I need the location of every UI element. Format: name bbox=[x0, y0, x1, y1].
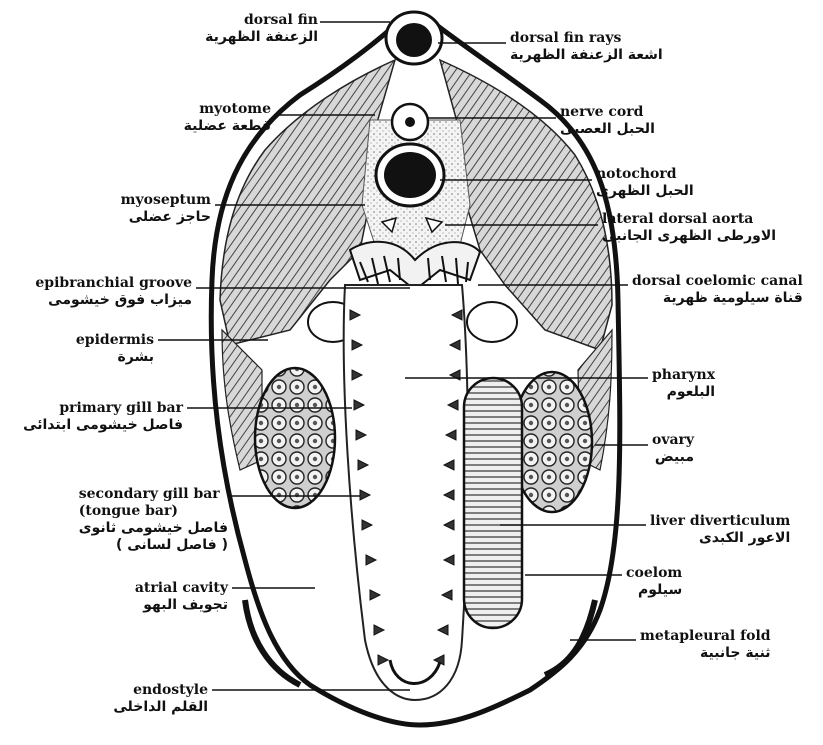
label-pharynx-ar: البلعوم bbox=[652, 384, 715, 401]
label-epibranchial-groove: epibranchial groove ميزاب فوق خيشومى bbox=[35, 275, 192, 309]
label-coelom: coelom سيلوم bbox=[626, 565, 682, 599]
label-dorsal-fin-en: dorsal fin bbox=[244, 12, 318, 28]
label-liver-diverticulum-en: liver diverticulum bbox=[650, 513, 790, 529]
label-coelom-en: coelom bbox=[626, 565, 682, 581]
label-epidermis-en: epidermis bbox=[76, 332, 154, 348]
label-atrial-cavity-en: atrial cavity bbox=[135, 580, 228, 596]
label-pharynx: pharynx البلعوم bbox=[652, 367, 715, 401]
label-epibranchial-groove-ar: ميزاب فوق خيشومى bbox=[35, 292, 192, 309]
label-coelom-ar: سيلوم bbox=[626, 582, 682, 599]
label-secondary-gill-bar-en: secondary gill bar bbox=[79, 486, 220, 502]
label-nerve-cord: nerve cord الحبل العصبى bbox=[560, 104, 655, 138]
label-secondary-gill-bar: secondary gill bar (tongue bar) فاصل خيش… bbox=[79, 486, 228, 554]
label-lateral-dorsal-aorta: lateral dorsal aorta الاورطى الظهرى الجا… bbox=[602, 211, 776, 245]
label-dorsal-coelomic-canal: dorsal coelomic canal قناة سيلومية ظهرية bbox=[632, 273, 803, 307]
label-notochord-en: notochord bbox=[596, 166, 677, 182]
liver-diverticulum-shape bbox=[464, 378, 522, 628]
label-primary-gill-bar: primary gill bar فاصل خيشومى ابتدائى bbox=[23, 400, 183, 434]
label-epidermis-ar: بشرة bbox=[76, 349, 154, 366]
label-atrial-cavity: atrial cavity تجويف البهو bbox=[135, 580, 228, 614]
label-dorsal-fin-rays-en: dorsal fin rays bbox=[510, 30, 621, 46]
label-tongue-bar-ar: ( فاصل لسانى ) bbox=[79, 537, 228, 554]
label-epibranchial-groove-en: epibranchial groove bbox=[35, 275, 192, 291]
label-myoseptum: myoseptum حاجز عضلى bbox=[121, 192, 211, 226]
label-ovary: ovary مبيض bbox=[652, 432, 694, 466]
label-nerve-cord-ar: الحبل العصبى bbox=[560, 121, 655, 138]
label-pharynx-en: pharynx bbox=[652, 367, 715, 383]
label-nerve-cord-en: nerve cord bbox=[560, 104, 643, 120]
label-liver-diverticulum-ar: الاعور الكبدى bbox=[650, 530, 790, 547]
label-notochord-ar: الحبل الظهرى bbox=[596, 183, 694, 200]
gonad-left bbox=[255, 368, 335, 508]
label-liver-diverticulum: liver diverticulum الاعور الكبدى bbox=[650, 513, 790, 547]
label-metapleural-fold-en: metapleural fold bbox=[640, 628, 771, 644]
dorsal-fin-ray bbox=[396, 23, 432, 57]
label-lateral-dorsal-aorta-en: lateral dorsal aorta bbox=[602, 211, 753, 227]
label-ovary-en: ovary bbox=[652, 432, 694, 448]
label-myotome: myotome قطعة عضلية bbox=[184, 101, 271, 135]
label-dorsal-fin-rays: dorsal fin rays اشعة الزعنفة الظهرية bbox=[510, 30, 663, 64]
label-primary-gill-bar-ar: فاصل خيشومى ابتدائى bbox=[23, 417, 183, 434]
dorsal-coelomic-canal-right bbox=[467, 302, 517, 342]
label-dorsal-coelomic-canal-en: dorsal coelomic canal bbox=[632, 273, 803, 289]
label-atrial-cavity-ar: تجويف البهو bbox=[135, 597, 228, 614]
label-myoseptum-en: myoseptum bbox=[121, 192, 211, 208]
label-endostyle-ar: القلم الداخلى bbox=[113, 699, 208, 716]
label-endostyle: endostyle القلم الداخلى bbox=[113, 682, 208, 716]
label-myoseptum-ar: حاجز عضلى bbox=[121, 209, 211, 226]
label-endostyle-en: endostyle bbox=[133, 682, 208, 698]
label-notochord: notochord الحبل الظهرى bbox=[596, 166, 694, 200]
label-secondary-gill-bar-ar: فاصل خيشومى ثانوى bbox=[79, 520, 228, 537]
label-dorsal-fin: dorsal fin الزعنفة الظهرية bbox=[205, 12, 318, 46]
label-dorsal-coelomic-canal-ar: قناة سيلومية ظهرية bbox=[632, 290, 803, 307]
label-myotome-en: myotome bbox=[199, 101, 271, 117]
label-ovary-ar: مبيض bbox=[652, 449, 694, 466]
label-tongue-bar-en: (tongue bar) bbox=[79, 503, 178, 519]
label-metapleural-fold: metapleural fold ثنية جانبية bbox=[640, 628, 771, 662]
ovary-shape bbox=[512, 372, 592, 512]
label-dorsal-fin-rays-ar: اشعة الزعنفة الظهرية bbox=[510, 47, 663, 64]
label-primary-gill-bar-en: primary gill bar bbox=[59, 400, 183, 416]
label-myotome-ar: قطعة عضلية bbox=[184, 118, 271, 135]
label-lateral-dorsal-aorta-ar: الاورطى الظهرى الجانبى bbox=[602, 228, 776, 245]
label-dorsal-fin-ar: الزعنفة الظهرية bbox=[205, 29, 318, 46]
label-metapleural-fold-ar: ثنية جانبية bbox=[640, 645, 771, 662]
label-epidermis: epidermis بشرة bbox=[76, 332, 154, 366]
